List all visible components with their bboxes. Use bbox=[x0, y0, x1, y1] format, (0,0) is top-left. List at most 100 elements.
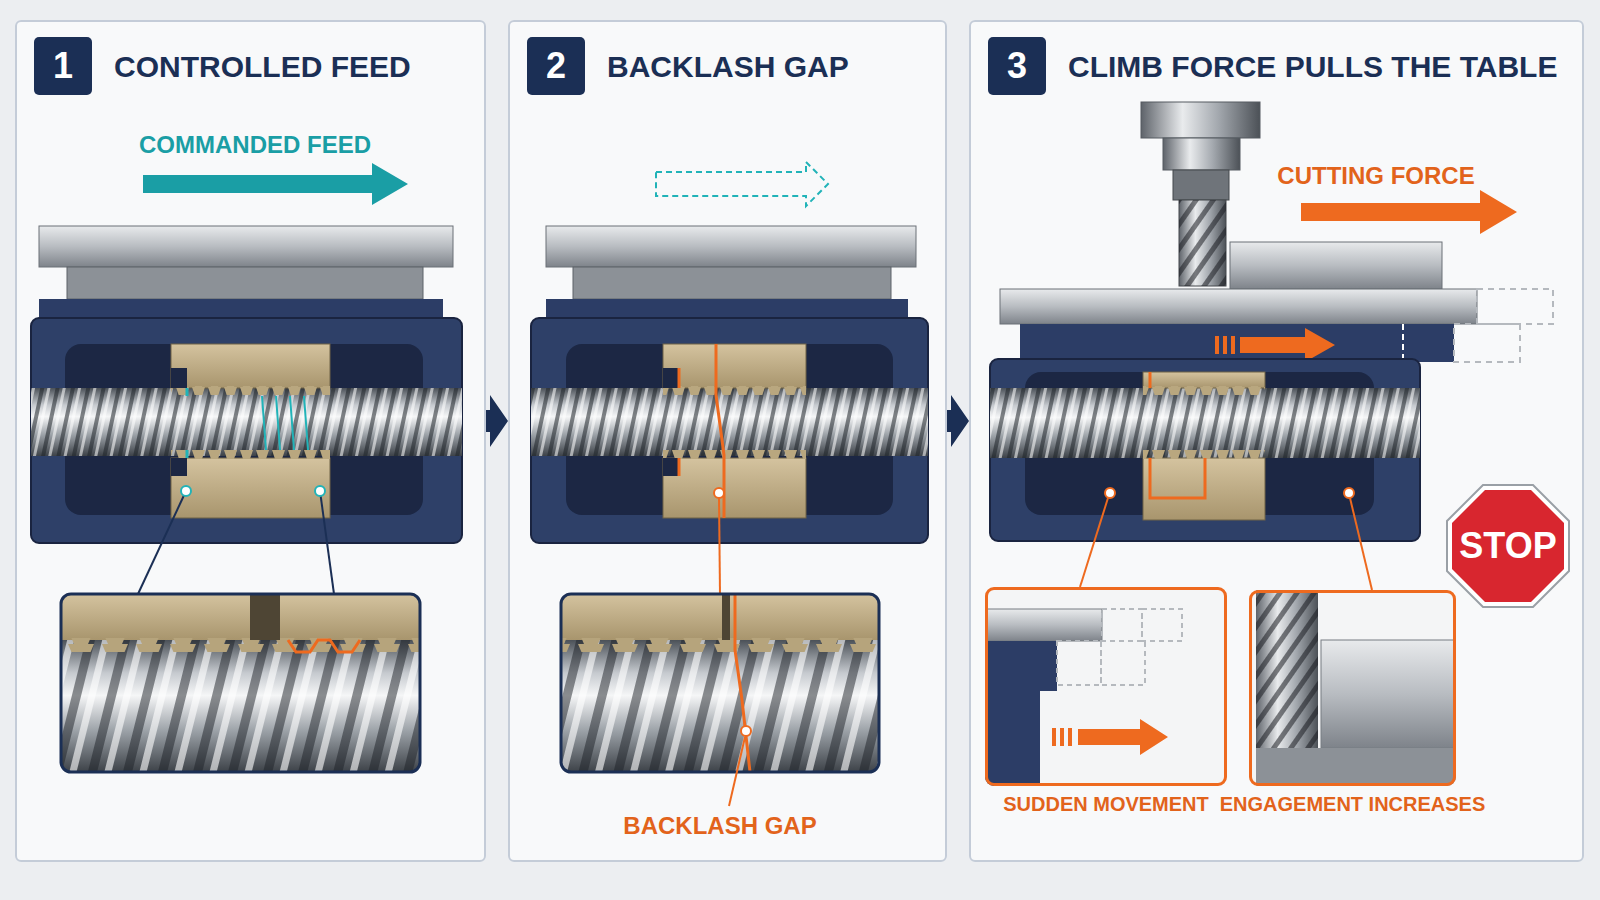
art-part bbox=[985, 641, 1057, 691]
panel-2-art bbox=[531, 162, 928, 806]
art-part bbox=[1179, 200, 1226, 286]
art-part bbox=[61, 594, 420, 772]
art-part bbox=[1101, 641, 1145, 685]
art-part bbox=[61, 638, 420, 652]
art-part bbox=[663, 386, 806, 395]
art-part bbox=[561, 638, 879, 652]
art-part bbox=[1179, 200, 1226, 286]
art-part bbox=[171, 344, 330, 388]
art-part bbox=[990, 388, 1420, 458]
step-arrow bbox=[486, 395, 508, 447]
art-part bbox=[171, 458, 330, 518]
art-part bbox=[729, 737, 745, 806]
art-part bbox=[678, 368, 681, 476]
panel-heading: CLIMB FORCE PULLS THE TABLE bbox=[1068, 50, 1557, 83]
art-part bbox=[39, 299, 443, 318]
art-part bbox=[531, 388, 928, 456]
art-part bbox=[741, 726, 751, 736]
art-part bbox=[561, 594, 879, 772]
art-part bbox=[990, 388, 1420, 458]
step-number: 2 bbox=[546, 48, 566, 84]
art-part bbox=[1163, 138, 1240, 170]
art-part bbox=[1142, 609, 1182, 641]
art-part bbox=[1240, 328, 1335, 362]
art-part bbox=[61, 640, 420, 772]
step-panel: CLIMB FORCE PULLS THE TABLE 3SUDDEN MOVEM… bbox=[969, 20, 1584, 862]
art-part bbox=[1143, 386, 1265, 395]
art-part bbox=[985, 587, 1227, 786]
art-part bbox=[1215, 336, 1219, 354]
art-part bbox=[1057, 641, 1101, 685]
art-part bbox=[181, 486, 191, 496]
panel-3-art bbox=[985, 102, 1553, 786]
art-part bbox=[1068, 728, 1072, 746]
panel-grounds bbox=[15, 20, 1584, 862]
art-part bbox=[990, 359, 1420, 541]
art-part bbox=[531, 318, 928, 543]
step-arrow bbox=[947, 395, 969, 447]
art-part bbox=[985, 587, 1227, 786]
stop-sign: STOP bbox=[1445, 483, 1571, 609]
art-part bbox=[61, 640, 420, 772]
art-part bbox=[15, 20, 486, 862]
art-part bbox=[61, 594, 420, 640]
art-part bbox=[656, 162, 828, 206]
art-part bbox=[561, 640, 879, 772]
art-part bbox=[1149, 372, 1152, 388]
step-number-badge: 3 bbox=[988, 37, 1046, 95]
art-part bbox=[1173, 170, 1229, 200]
art-part bbox=[1223, 336, 1227, 354]
art-part bbox=[1256, 590, 1318, 748]
art-part bbox=[1344, 488, 1354, 498]
feed-label: COMMANDED FEED bbox=[139, 132, 371, 158]
callout-caption: ENGAGEMENT INCREASES bbox=[1220, 793, 1486, 815]
art-part bbox=[1256, 590, 1318, 748]
art-part bbox=[663, 368, 679, 388]
art-part bbox=[1080, 498, 1108, 587]
art-part bbox=[531, 388, 928, 456]
art-part bbox=[722, 594, 730, 640]
art-part bbox=[969, 20, 1584, 862]
art-part bbox=[1000, 289, 1477, 324]
art-part bbox=[573, 267, 891, 299]
art-part bbox=[171, 386, 330, 395]
art-part bbox=[719, 497, 720, 594]
callout-inset: ENGAGEMENT INCREASES bbox=[1249, 590, 1456, 786]
panel-heading: CONTROLLED FEED bbox=[114, 50, 411, 83]
octagon-rim bbox=[1447, 485, 1569, 607]
art-part bbox=[561, 640, 879, 772]
art-part bbox=[1052, 728, 1056, 746]
art-part bbox=[1105, 488, 1115, 498]
art-part bbox=[1102, 609, 1142, 641]
art-part bbox=[1454, 324, 1520, 362]
art-part bbox=[663, 458, 806, 518]
art-part bbox=[143, 163, 408, 205]
art-part bbox=[561, 594, 879, 772]
art-part bbox=[1256, 748, 1456, 786]
art-part bbox=[985, 609, 1102, 641]
art-part bbox=[1143, 372, 1265, 388]
art-part bbox=[186, 388, 189, 458]
art-part bbox=[663, 450, 806, 459]
art-part bbox=[1141, 102, 1260, 138]
art-part bbox=[1020, 324, 1454, 362]
art-part bbox=[1321, 640, 1456, 748]
art-part bbox=[546, 299, 908, 318]
art-part bbox=[262, 396, 308, 450]
art-part bbox=[546, 226, 916, 267]
force-label: CUTTING FORCE bbox=[1277, 163, 1474, 189]
art-part bbox=[315, 486, 325, 496]
callout-caption: SUDDEN MOVEMENT bbox=[1003, 793, 1209, 815]
art-part bbox=[67, 267, 423, 299]
gap-label: BACKLASH GAP bbox=[623, 813, 816, 839]
art-part bbox=[1078, 719, 1168, 755]
art-part bbox=[171, 450, 330, 459]
step-panel: BACKLASH GAP 2 bbox=[508, 20, 947, 862]
panel-1-art bbox=[31, 163, 462, 772]
art-part bbox=[663, 458, 679, 476]
art-part bbox=[31, 318, 462, 543]
art-part bbox=[1143, 450, 1265, 459]
art-part bbox=[1230, 242, 1442, 289]
art-part bbox=[714, 488, 724, 498]
art-part bbox=[663, 344, 806, 388]
